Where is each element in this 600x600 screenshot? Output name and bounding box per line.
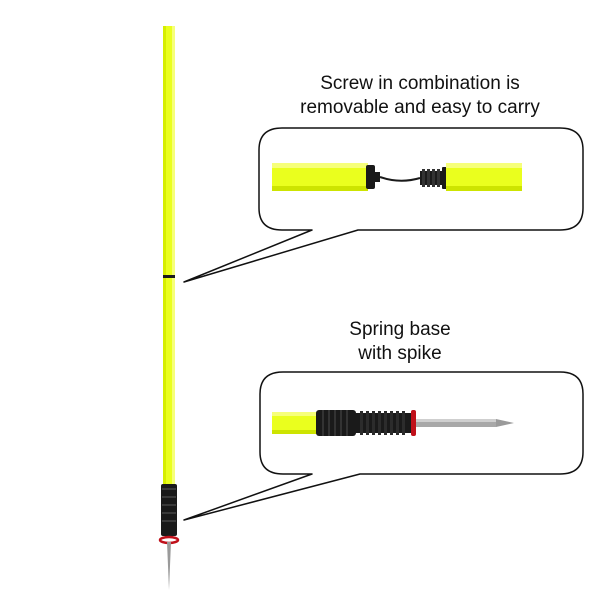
callout-caption-bottom: Spring base with spike: [290, 318, 510, 366]
callout-bubble-bottom: [183, 371, 584, 521]
pole-spike: [167, 542, 171, 590]
slalom-pole: [158, 26, 180, 590]
screw-joint-detail: [272, 163, 522, 191]
spring-base-detail: [272, 410, 514, 436]
callout-bottom-line1: Spring base: [349, 319, 451, 340]
callout-caption-top: Screw in combination is removable and ea…: [250, 72, 590, 120]
pole-base-grip: [161, 484, 177, 536]
callout-bubble-top: [183, 127, 584, 283]
pole-joint-mark: [163, 275, 175, 278]
callout-bottom-line2: with spike: [358, 343, 442, 364]
callout-top-line2: removable and easy to carry: [300, 97, 540, 118]
callout-top-line1: Screw in combination is: [320, 73, 520, 94]
